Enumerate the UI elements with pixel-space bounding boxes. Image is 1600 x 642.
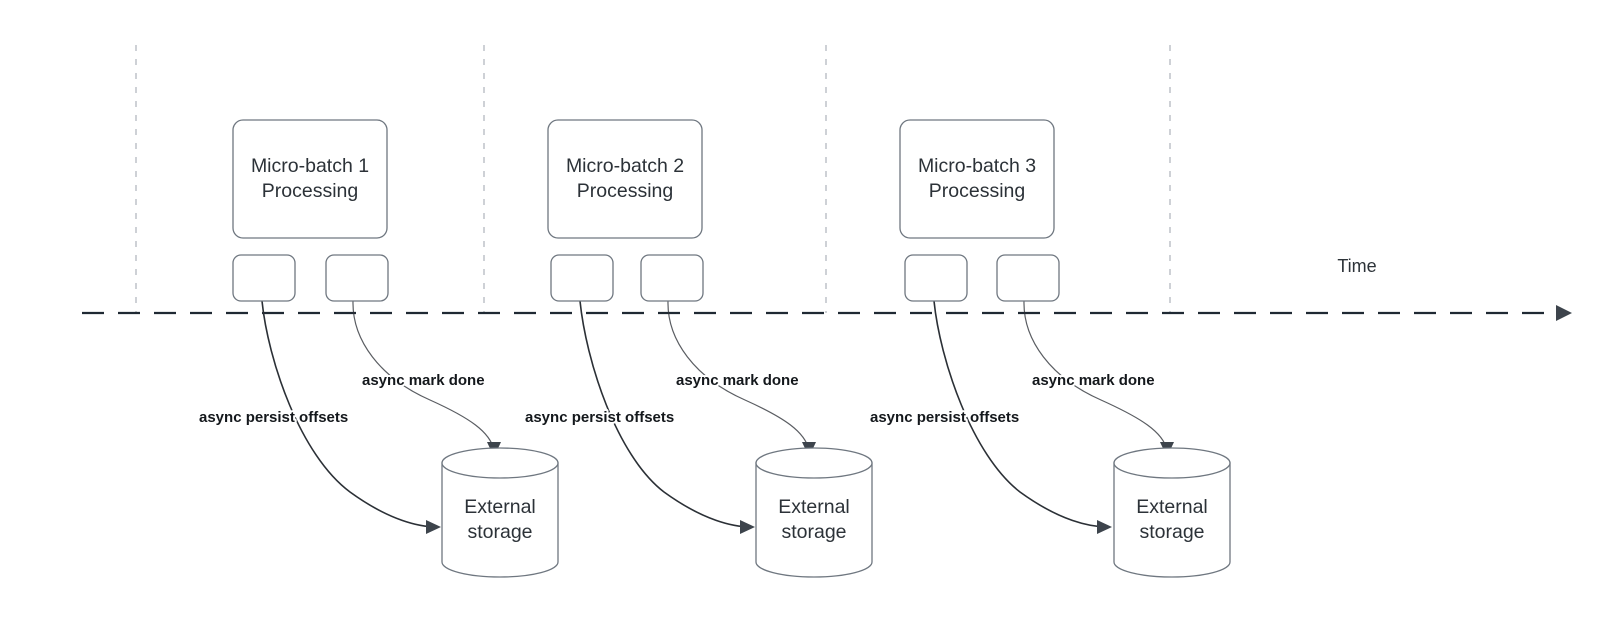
- async-persist-offsets-edge-1-label: async persist offsets: [199, 409, 348, 426]
- async-persist-offsets-edge-2-path: [579, 300, 752, 528]
- external-storage-2-line1: External: [778, 496, 850, 518]
- async-persist-offsets-edge-1-arrow-icon: [426, 520, 441, 534]
- micro-batch-3-processing-box[interactable]: [899, 119, 1055, 239]
- micro-batch-1-processing-box[interactable]: [232, 119, 388, 239]
- batch-boundary-lines: [135, 45, 1171, 313]
- external-storage-3-line1: External: [1136, 496, 1208, 518]
- micro-batch-1-offset-task-box[interactable]: [232, 254, 296, 302]
- async-mark-done-edge-3-label-halo: async mark done: [1032, 372, 1155, 389]
- micro-batch-2-processing-box[interactable]: [547, 119, 703, 239]
- external-storage-1-line1: External: [464, 496, 536, 518]
- time-axis-group: Time: [82, 256, 1572, 321]
- micro-batch-3-mark-done-task-box[interactable]: [996, 254, 1060, 302]
- async-persist-offsets-edge-3-label: async persist offsets: [870, 409, 1019, 426]
- async-persist-offsets-edge-1-path: [261, 300, 438, 528]
- async-mark-done-edge-2-label-halo: async mark done: [676, 372, 799, 389]
- external-storage-3-body[interactable]: [1113, 462, 1231, 578]
- flow-edges-group: [261, 300, 1174, 534]
- edge-labels-group: async persist offsets async persist offse…: [197, 370, 1157, 428]
- time-axis-arrow-icon: [1556, 305, 1572, 321]
- async-persist-offsets-edge-1-label-halo: async persist offsets: [199, 409, 348, 426]
- micro-batch-2-mark-done-task-box[interactable]: [640, 254, 704, 302]
- async-mark-done-edge-1-label-halo: async mark done: [362, 372, 485, 389]
- micro-batch-1-processing-box-line2: Processing: [262, 180, 358, 202]
- async-mark-done-edge-3-path: [1023, 300, 1168, 451]
- micro-batch-2-processing-box-line1: Micro-batch 2: [566, 155, 684, 177]
- external-storage-1-body[interactable]: [441, 462, 559, 578]
- async-mark-done-edge-2-path: [667, 300, 810, 451]
- micro-batch-1-mark-done-task-box[interactable]: [325, 254, 389, 302]
- external-storage-3-line2: storage: [1139, 521, 1204, 543]
- async-persist-offsets-edge-2-arrow-icon: [740, 520, 755, 534]
- external-storage-2-line2: storage: [781, 521, 846, 543]
- async-mark-done-edge-1-label: async mark done: [362, 372, 485, 389]
- micro-batch-3-offset-task-box[interactable]: [904, 254, 968, 302]
- micro-batch-2-processing-box-line2: Processing: [577, 180, 673, 202]
- async-mark-done-edge-2-label: async mark done: [676, 372, 799, 389]
- micro-batch-3-processing-box-line2: Processing: [929, 180, 1025, 202]
- async-persist-offsets-edge-3-path: [933, 300, 1109, 528]
- external-storage-1-line2: storage: [467, 521, 532, 543]
- time-axis-label: Time: [1337, 256, 1376, 276]
- external-storage-3-top-ellipse: [1113, 447, 1231, 479]
- external-storage-2-top-ellipse: [755, 447, 873, 479]
- micro-batch-3-processing-box-line1: Micro-batch 3: [918, 155, 1036, 177]
- async-mark-done-edge-3-label: async mark done: [1032, 372, 1155, 389]
- micro-batch-2-offset-task-box[interactable]: [550, 254, 614, 302]
- external-storage-1-top-ellipse: [441, 447, 559, 479]
- micro-batch-1-processing-box-line1: Micro-batch 1: [251, 155, 369, 177]
- external-storage-2-body[interactable]: [755, 462, 873, 578]
- async-persist-offsets-edge-2-label-halo: async persist offsets: [525, 409, 674, 426]
- async-persist-offsets-edge-3-label-halo: async persist offsets: [870, 409, 1019, 426]
- async-persist-offsets-edge-3-arrow-icon: [1097, 520, 1112, 534]
- async-mark-done-edge-1-path: [352, 300, 495, 451]
- async-persist-offsets-edge-2-label: async persist offsets: [525, 409, 674, 426]
